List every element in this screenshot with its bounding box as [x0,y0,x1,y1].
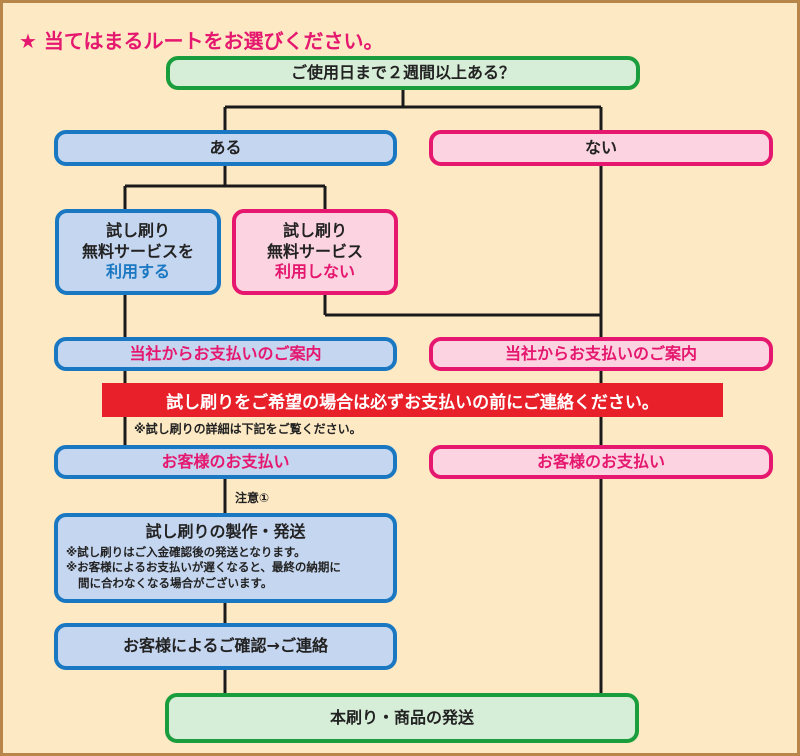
trial-no-use-box: 試し刷り 無料サービス 利用しない [232,209,398,295]
trial-use-line1: 試し刷り [105,220,170,240]
final-box: 本刷り・商品の発送 [165,693,639,743]
trial-no-use-line2: 無料サービス [266,241,363,261]
trial-use-box: 試し刷り 無料サービスを 利用する [55,209,221,295]
confirm-box: お客様によるご確認→ご連絡 [54,623,397,670]
production-note1: ※試し刷りはご入金確認後の発送となります。 [66,544,306,559]
contact-banner: 試し刷りをご希望の場合は必ずお支払いの前にご連絡ください。 [102,383,723,417]
customer-payment-right-box: お客様のお支払い [429,445,773,479]
payment-guide-left-box: 当社からお支払いのご案内 [54,337,397,371]
production-title: 試し刷りの製作・発送 [145,522,306,541]
trial-use-line2: 無料サービスを [81,241,194,261]
yes-box: ある [54,130,397,166]
trial-no-use-line1: 試し刷り [282,220,347,240]
page-heading: ★ 当てはまるルートをお選びください。 [19,29,384,53]
trial-no-use-line3: 利用しない [274,262,355,282]
trial-use-line3: 利用する [105,262,170,282]
production-note3: 間に合わなくなる場合がございます。 [78,575,273,590]
no-box: ない [429,130,773,166]
production-box: 試し刷りの製作・発送 ※試し刷りはご入金確認後の発送となります。 ※お客様による… [54,513,397,603]
production-note2: ※お客様によるお支払いが遅くなると、最終の納期に [66,560,341,575]
customer-payment-left-box: お客様のお支払い [54,445,397,479]
caution-label: 注意① [235,491,270,505]
detail-note: ※試し刷りの詳細は下記をご覧ください。 [134,422,362,436]
payment-guide-right-box: 当社からお支払いのご案内 [429,337,773,371]
question-box: ご使用日まで２週間以上ある？ [166,56,640,90]
